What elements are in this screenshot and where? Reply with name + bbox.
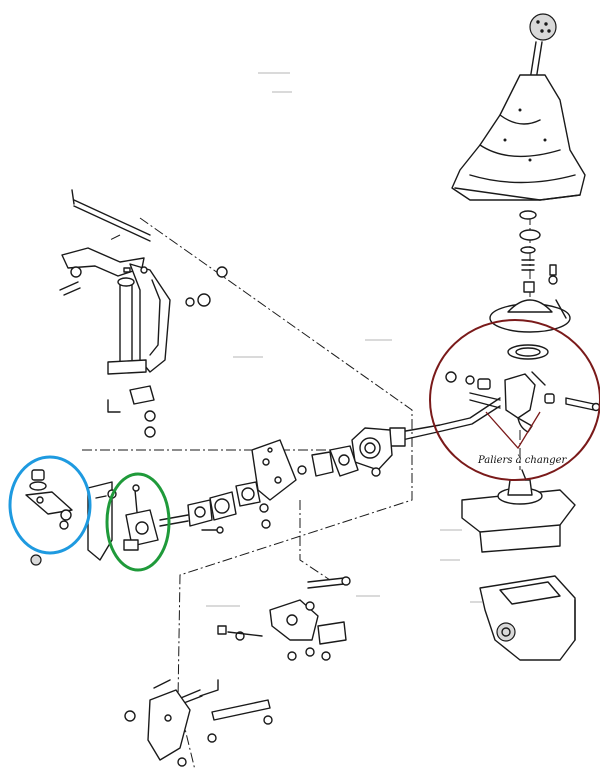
bushing-icon (445, 371, 600, 412)
lower-linkage-icon (217, 576, 351, 661)
shift-clamp-icon (123, 484, 189, 551)
assembly-axis-lines (82, 215, 531, 771)
gear-knob-icon (529, 13, 557, 81)
bolt-stack-icon (25, 469, 73, 566)
lever-small-parts (519, 210, 558, 293)
upper-linkage-rod-icon (71, 189, 151, 242)
blue-highlight-circle (8, 455, 92, 555)
callout-pointer (485, 411, 541, 450)
scan-marks (206, 72, 482, 607)
red-highlight-circle (429, 319, 600, 481)
upper-small-parts-icon (59, 266, 228, 438)
shift-boot-icon (451, 74, 586, 201)
callout-label: Paliers à changer (478, 455, 567, 466)
gearbox-cover-icon (461, 469, 576, 553)
lower-bracket-icon (124, 679, 273, 767)
gear-lever-base-icon (489, 299, 571, 360)
linkage-plates-icon (187, 439, 359, 534)
shift-rod-icon (389, 397, 501, 447)
gearbox-housing-icon (479, 575, 576, 661)
annotations (8, 319, 600, 572)
lever-arm-icon (469, 371, 546, 433)
green-highlight-circle (105, 472, 171, 572)
upper-lever-bracket-icon (61, 247, 171, 375)
